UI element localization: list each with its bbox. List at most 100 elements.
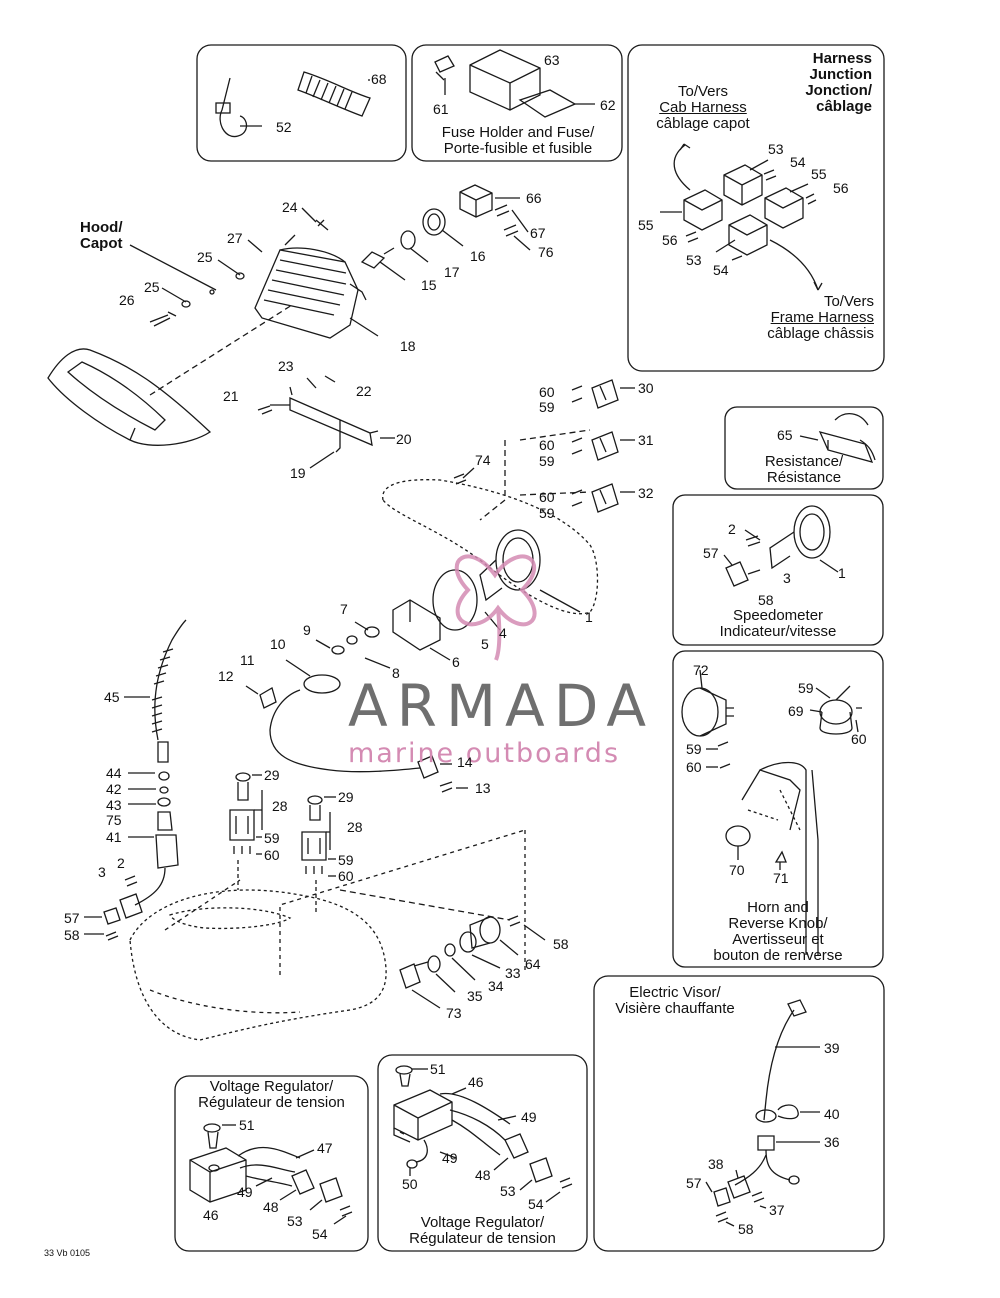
callout: 11 [240, 652, 255, 668]
callout: 59 [264, 830, 280, 846]
throttle-cable-part [103, 619, 187, 941]
caption-voltage-regulator-mid: Voltage Regulator/Régulateur de tension [409, 1214, 556, 1247]
callout: 53 [768, 141, 784, 157]
callout: 35 [467, 988, 483, 1004]
caption-voltage-regulator-left: Voltage Regulator/Régulateur de tension [198, 1078, 345, 1111]
callout: 64 [525, 956, 541, 972]
callout: 55 [638, 217, 654, 233]
choke-cable-part [259, 674, 453, 793]
callout: 2 [728, 521, 736, 537]
switch-31 [591, 431, 619, 461]
callout: 57 [703, 545, 719, 561]
callout: 22 [356, 383, 372, 399]
callout: 68 [371, 71, 387, 87]
caption-to-cab-harness: To/Vers Cab Harness câblage capot [656, 83, 750, 132]
callout: 49 [237, 1184, 253, 1200]
panel-visor [593, 975, 885, 1252]
caption-resistance: Resistance/Résistance [764, 453, 844, 486]
callout: 51 [430, 1061, 446, 1077]
panel-speedometer [672, 494, 884, 646]
panel-vreg-left [174, 1075, 369, 1252]
speedometer-detail [725, 505, 831, 587]
callout: 72 [693, 662, 709, 678]
callout: 58 [64, 927, 80, 943]
callout: 29 [338, 789, 354, 805]
screw-24 [315, 219, 329, 231]
callout: 37 [769, 1202, 785, 1218]
callout: 30 [638, 380, 654, 396]
callout: 32 [638, 485, 654, 501]
callout: 69 [788, 703, 804, 719]
callout: 33 [505, 965, 521, 981]
callout: 58 [738, 1221, 754, 1237]
cable-tie-part [215, 77, 248, 138]
callout: 55 [811, 166, 827, 182]
callout: 43 [106, 797, 122, 813]
callout: 60 [539, 437, 555, 453]
ring-17 [400, 230, 416, 250]
callout: 51 [239, 1117, 255, 1133]
callout: 7 [340, 601, 348, 617]
panel-harness [627, 44, 885, 372]
callout: 20 [396, 431, 412, 447]
reverse-knob-part [819, 685, 862, 735]
callout: 13 [475, 780, 491, 796]
callout: 56 [662, 232, 678, 248]
callout: 66 [526, 190, 542, 206]
switch-28-right [301, 795, 327, 874]
callout: 56 [833, 180, 849, 196]
caption-hood: Hood/Capot [80, 219, 123, 252]
panel-horn [672, 650, 884, 968]
callout: 31 [638, 432, 654, 448]
voltage-regulator-left-part [189, 1123, 353, 1217]
callout: 6 [452, 654, 460, 670]
callout: 16 [470, 248, 486, 264]
bracket-5-6 [392, 599, 441, 651]
callout: 49 [442, 1150, 458, 1166]
callout: 12 [218, 668, 234, 684]
callout: 57 [686, 1175, 702, 1191]
callout: 41 [106, 829, 122, 845]
callout: 65 [777, 427, 793, 443]
connector-66 [459, 184, 493, 218]
callout: 5 [481, 636, 489, 652]
callout: 9 [303, 622, 311, 638]
callout: 21 [223, 388, 239, 404]
callout: 47 [317, 1140, 333, 1156]
panel-vreg-mid [377, 1054, 588, 1252]
callout: 75 [106, 812, 122, 828]
callout: 76 [538, 244, 554, 260]
callout: 59 [539, 505, 555, 521]
bulb-socket-part [360, 247, 395, 269]
callout: 38 [708, 1156, 724, 1172]
callout: 74 [475, 452, 491, 468]
callout: 57 [64, 910, 80, 926]
switch-32 [591, 483, 619, 513]
callout: 25 [144, 279, 160, 295]
voltage-regulator-mid-part [393, 1065, 573, 1189]
callout: 70 [729, 862, 745, 878]
callout: 59 [686, 741, 702, 757]
handlebar-frame [741, 761, 819, 955]
callout: 28 [347, 819, 363, 835]
callout: 49 [521, 1109, 537, 1125]
callout: 60 [338, 868, 354, 884]
callout: 34 [488, 978, 504, 994]
callout: 17 [444, 264, 460, 280]
callout: 36 [824, 1134, 840, 1150]
callout: 1 [585, 609, 593, 625]
callout: 61 [433, 101, 449, 117]
callout: 63 [544, 52, 560, 68]
document-id: 33 Vb 0105 [44, 1248, 91, 1258]
callout: 3 [98, 864, 106, 880]
callout: 71 [773, 870, 789, 886]
callout: 42 [106, 781, 122, 797]
caption-to-frame-harness: To/Vers Frame Harness câblage châssis [767, 293, 874, 342]
caption-electric-visor: Electric Visor/Visière chauffante [615, 984, 735, 1017]
watermark-logo-mark [454, 554, 537, 661]
